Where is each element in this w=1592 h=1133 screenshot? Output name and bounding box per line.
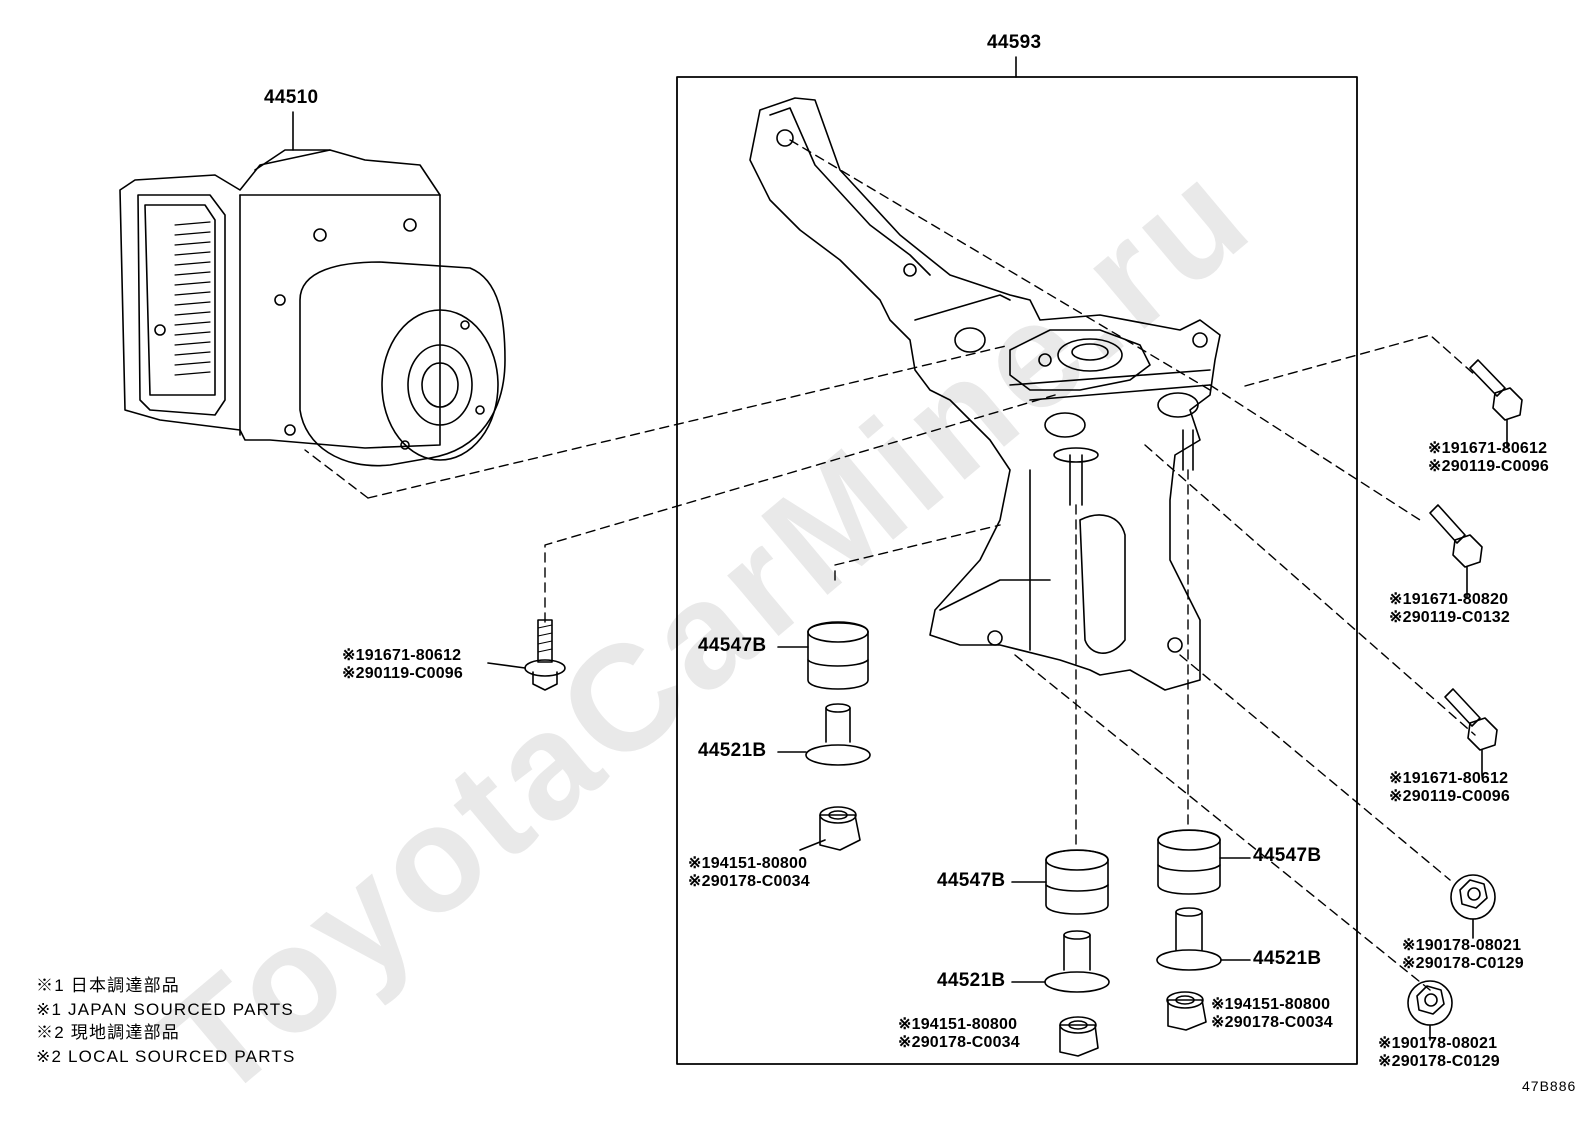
label-right-bolt-2: ※191671-80820※290119-C0132 <box>1389 591 1510 626</box>
right-nut-1-illustration <box>1450 874 1496 939</box>
right-bolt-1-illustration <box>1469 359 1523 449</box>
collar-bottom-left-illustration <box>1044 930 1110 993</box>
abs-actuator-illustration <box>119 149 506 467</box>
legend-line: ※2 現地調達部品 <box>36 1023 180 1042</box>
label-cushion-bottom-right: 44547B <box>1253 845 1322 866</box>
cushion-bottom-left-illustration <box>1045 849 1109 915</box>
legend-line: ※2 LOCAL SOURCED PARTS <box>36 1046 296 1066</box>
sourcing-legend: ※1 日本調達部品 ※1 JAPAN SOURCED PARTS ※2 現地調達… <box>36 974 296 1068</box>
bracket-assembly-frame <box>676 76 1358 1065</box>
label-cushion-left: 44547B <box>698 635 767 656</box>
connection-lines <box>304 139 1476 991</box>
label-collar-left: 44521B <box>698 740 767 761</box>
right-nut-2-illustration <box>1407 980 1453 1041</box>
label-right-nut-2: ※190178-08021※290178-C0129 <box>1378 1035 1500 1070</box>
legend-line: ※1 JAPAN SOURCED PARTS <box>36 999 294 1019</box>
label-44593: 44593 <box>987 32 1042 53</box>
label-collar-bottom-right: 44521B <box>1253 948 1322 969</box>
legend-line: ※1 日本調達部品 <box>36 976 180 995</box>
left-bolt-illustration <box>524 619 566 691</box>
right-bolt-3-illustration <box>1444 688 1498 777</box>
left-bolt-leader <box>487 662 526 669</box>
label-bottom-left-nut: ※194151-80800※290178-C0034 <box>898 1016 1020 1051</box>
cushion-left-illustration <box>807 621 869 690</box>
label-left-bolt: ※191671-80612※290119-C0096 <box>342 647 463 682</box>
collar-left-illustration <box>805 703 871 766</box>
label-collar-bottom-left: 44521B <box>937 970 1006 991</box>
parts-diagram <box>119 56 1523 1065</box>
mounting-bracket-illustration <box>749 97 1221 691</box>
label-cushion-bottom-left: 44547B <box>937 870 1006 891</box>
label-bottom-right-nut: ※194151-80800※290178-C0034 <box>1211 996 1333 1031</box>
figure-code: 47B886 <box>1522 1078 1577 1094</box>
label-right-bolt-1: ※191671-80612※290119-C0096 <box>1428 440 1549 475</box>
label-right-bolt-3: ※191671-80612※290119-C0096 <box>1389 770 1510 805</box>
label-right-nut-1: ※190178-08021※290178-C0129 <box>1402 937 1524 972</box>
label-44510: 44510 <box>264 87 319 108</box>
label-left-nut: ※194151-80800※290178-C0034 <box>688 855 810 890</box>
right-bolt-2-illustration <box>1429 504 1483 599</box>
cushion-bottom-right-illustration <box>1157 829 1221 895</box>
left-nut-illustration <box>819 806 861 851</box>
bottom-left-nut-illustration <box>1059 1016 1099 1057</box>
bottom-right-nut-illustration <box>1166 991 1207 1031</box>
collar-bottom-right-illustration <box>1156 907 1222 971</box>
